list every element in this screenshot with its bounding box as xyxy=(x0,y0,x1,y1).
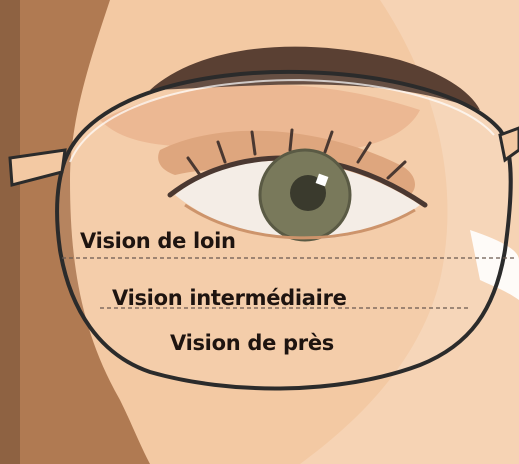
near-vision-label: Vision de près xyxy=(170,331,334,355)
hair-left xyxy=(0,0,20,464)
far-vision-label: Vision de loin xyxy=(80,229,236,253)
intermediate-vision-label: Vision intermédiaire xyxy=(112,286,347,310)
